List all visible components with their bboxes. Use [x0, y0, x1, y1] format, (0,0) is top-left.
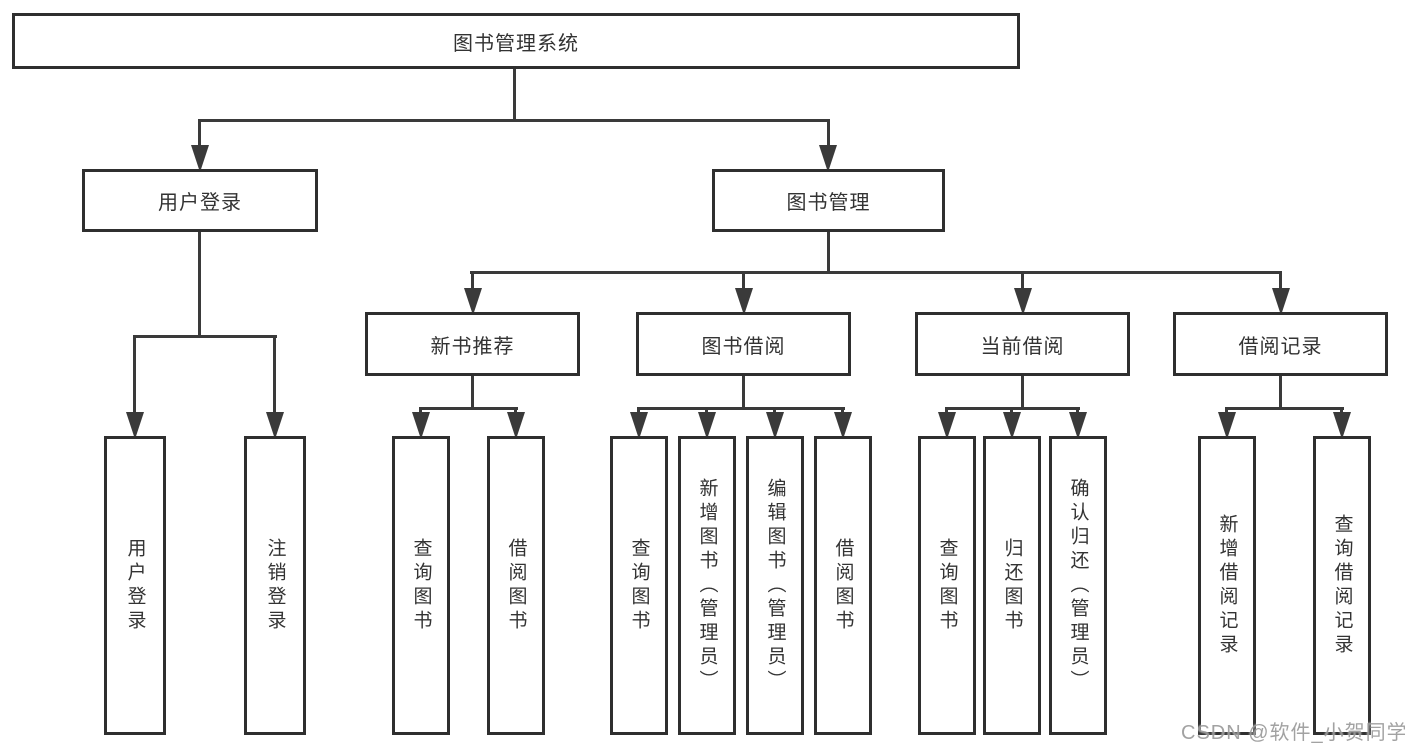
- connector-drop: [471, 271, 474, 290]
- connector-book-mgmt-drop: [827, 119, 830, 147]
- connector-drop: [419, 407, 422, 415]
- leaf-query-books-recommend: 查询图书: [392, 436, 450, 735]
- connector-user-login-stem: [198, 232, 201, 337]
- arrowhead-icon: [819, 145, 837, 169]
- connector-drop: [773, 407, 776, 415]
- connector-drop: [1340, 407, 1343, 415]
- leaf-query-books-current: 查询图书: [918, 436, 976, 735]
- arrowhead-icon: [1272, 288, 1290, 312]
- arrowhead-icon: [766, 412, 784, 436]
- leaf-query-books-borrowing: 查询图书: [610, 436, 668, 735]
- arrowhead-icon: [191, 145, 209, 169]
- connector-drop: [1076, 407, 1079, 415]
- connector-user-login-bar: [133, 335, 277, 338]
- node-library-management-system: 图书管理系统: [12, 13, 1020, 69]
- connector-group2-bar: [637, 407, 845, 410]
- arrowhead-icon: [1333, 412, 1351, 436]
- arrowhead-icon: [834, 412, 852, 436]
- leaf-query-borrow-record: 查询借阅记录: [1313, 436, 1371, 735]
- connector-drop: [1021, 271, 1024, 290]
- connector-drop: [1225, 407, 1228, 415]
- arrowhead-icon: [938, 412, 956, 436]
- node-book-management: 图书管理: [712, 169, 945, 232]
- leaf-borrow-books-recommend: 借阅图书: [487, 436, 545, 735]
- connector-drop: [705, 407, 708, 415]
- arrowhead-icon: [507, 412, 525, 436]
- leaf-confirm-return-admin: 确认归还（管理员）: [1049, 436, 1107, 735]
- leaf-return-books: 归还图书: [983, 436, 1041, 735]
- arrowhead-icon: [412, 412, 430, 436]
- arrowhead-icon: [1003, 412, 1021, 436]
- connector-drop: [945, 407, 948, 415]
- connector-drop: [637, 407, 640, 415]
- connector-root-stem: [513, 69, 516, 121]
- node-current-borrowing: 当前借阅: [915, 312, 1130, 376]
- node-book-borrowing: 图书借阅: [636, 312, 851, 376]
- arrowhead-icon: [266, 412, 284, 436]
- node-new-book-recommendation: 新书推荐: [365, 312, 580, 376]
- connector-group4-stem: [1279, 376, 1282, 409]
- connector-group1-bar: [419, 407, 518, 410]
- leaf-user-login: 用户登录: [104, 436, 166, 735]
- leaf-add-borrow-record: 新增借阅记录: [1198, 436, 1256, 735]
- connector-drop: [273, 335, 276, 413]
- arrowhead-icon: [464, 288, 482, 312]
- leaf-logout: 注销登录: [244, 436, 306, 735]
- connector-group4-bar: [1225, 407, 1344, 410]
- arrowhead-icon: [630, 412, 648, 436]
- leaf-add-books-admin: 新增图书（管理员）: [678, 436, 736, 735]
- connector-group1-stem: [471, 376, 474, 409]
- node-borrowing-records: 借阅记录: [1173, 312, 1388, 376]
- csdn-watermark: CSDN @软件_小贺同学: [1181, 722, 1405, 744]
- node-user-login: 用户登录: [82, 169, 318, 232]
- leaf-edit-books-admin: 编辑图书（管理员）: [746, 436, 804, 735]
- connector-group3-stem: [1021, 376, 1024, 409]
- leaf-borrow-books: 借阅图书: [814, 436, 872, 735]
- connector-drop: [742, 271, 745, 290]
- arrowhead-icon: [735, 288, 753, 312]
- connector-group2-stem: [742, 376, 745, 409]
- arrowhead-icon: [1014, 288, 1032, 312]
- connector-user-login-drop: [198, 119, 201, 147]
- connector-drop: [1010, 407, 1013, 415]
- connector-book-mgmt-stem: [827, 232, 830, 273]
- arrowhead-icon: [126, 412, 144, 436]
- connector-root-bar: [198, 119, 830, 122]
- arrowhead-icon: [698, 412, 716, 436]
- arrowhead-icon: [1069, 412, 1087, 436]
- connector-drop: [841, 407, 844, 415]
- connector-drop: [1279, 271, 1282, 290]
- connector-book-mgmt-bar: [470, 271, 1282, 274]
- connector-drop: [514, 407, 517, 415]
- arrowhead-icon: [1218, 412, 1236, 436]
- connector-drop: [133, 335, 136, 413]
